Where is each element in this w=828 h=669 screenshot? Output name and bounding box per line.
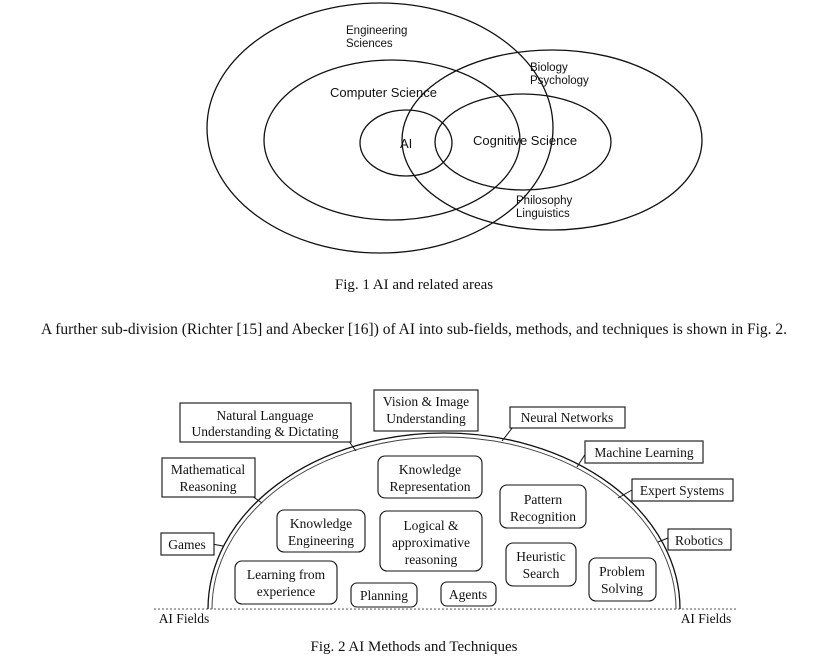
connector-neural-networks — [501, 426, 514, 442]
knowledge-representation-text-line1: Knowledge — [399, 462, 461, 477]
problem-solving-text-line1: Problem — [599, 564, 645, 579]
connector-robotics — [657, 537, 669, 543]
body-paragraph: A further sub-division (Richter [15] and… — [40, 321, 788, 338]
cognitive-science-ellipse — [434, 93, 612, 191]
robotics-box — [667, 528, 732, 551]
pattern-recognition-text-line2: Recognition — [510, 509, 576, 524]
ai-fields-left-label: AI Fields — [159, 611, 210, 626]
dome-outer-arc — [207, 432, 681, 610]
games-text: Games — [168, 537, 206, 552]
learning-text-line2: experience — [257, 584, 315, 599]
natural-language-box — [179, 402, 352, 443]
knowledge-engineering-text-line1: Knowledge — [290, 516, 352, 531]
natural-language-text-line1: Natural Language — [216, 408, 313, 423]
problem-solving-box — [588, 557, 657, 602]
logical-reasoning-text-line1: Logical & — [403, 518, 459, 533]
computer-science-ellipse — [263, 59, 521, 221]
engineering-label-line2: Sciences — [346, 38, 393, 50]
philosophy-label-line1: Philosophy — [516, 195, 573, 207]
pattern-recognition-box — [499, 484, 587, 529]
natural-language-text-line2: Understanding & Dictating — [192, 424, 339, 439]
linguistics-label-line2: Linguistics — [516, 208, 570, 220]
learning-text-line1: Learning from — [247, 567, 326, 582]
games-box — [160, 532, 215, 556]
logical-reasoning-text-line3: reasoning — [405, 552, 458, 567]
figure-2-ai-methods-diagram: Natural Language Understanding & Dictati… — [154, 389, 736, 626]
neural-networks-box — [509, 406, 626, 429]
problem-solving-text-line2: Solving — [601, 581, 643, 596]
biology-label-line1: Biology — [530, 62, 568, 74]
heuristic-search-text-line2: Search — [523, 566, 560, 581]
ai-ellipse — [359, 109, 453, 177]
heuristic-search-box — [505, 542, 577, 587]
ai-label: AI — [400, 136, 412, 151]
figure-2-caption: Fig. 2 AI Methods and Techniques — [310, 639, 518, 655]
biology-psychology-ellipse — [401, 49, 703, 231]
figure-1-venn-diagram: Engineering Sciences Biology Psychology … — [206, 2, 703, 254]
robotics-text: Robotics — [675, 533, 723, 548]
connector-expert-systems — [617, 489, 633, 499]
dome-inner-arc — [211, 436, 677, 610]
vision-text-line1: Vision & Image — [383, 394, 469, 409]
heuristic-search-text-line1: Heuristic — [516, 549, 566, 564]
knowledge-engineering-text-line2: Engineering — [288, 533, 354, 548]
knowledge-representation-box — [377, 455, 483, 499]
mathematical-text-line2: Reasoning — [180, 479, 237, 494]
expert-systems-text: Expert Systems — [640, 483, 724, 498]
machine-learning-box — [584, 440, 704, 464]
expert-systems-box — [631, 478, 734, 502]
logical-reasoning-box — [379, 510, 483, 572]
engineering-sciences-ellipse — [206, 2, 554, 254]
agents-text: Agents — [449, 587, 487, 602]
knowledge-representation-text-line2: Representation — [390, 479, 471, 494]
vision-image-box — [373, 389, 479, 432]
psychology-label-line2: Psychology — [530, 75, 589, 87]
machine-learning-text: Machine Learning — [594, 445, 694, 460]
logical-reasoning-text-line2: approximative — [392, 535, 470, 550]
knowledge-engineering-box — [276, 509, 366, 553]
learning-from-experience-box — [234, 560, 338, 605]
mathematical-reasoning-box — [161, 457, 256, 498]
computer-science-label: Computer Science — [330, 85, 437, 100]
pattern-recognition-text-line1: Pattern — [524, 492, 562, 507]
ai-fields-right-label: AI Fields — [681, 611, 732, 626]
neural-networks-text: Neural Networks — [521, 410, 614, 425]
cognitive-science-label: Cognitive Science — [473, 133, 577, 148]
agents-box — [440, 581, 497, 607]
figure-1-caption: Fig. 1 AI and related areas — [334, 277, 494, 293]
mathematical-text-line1: Mathematical — [171, 462, 245, 477]
planning-text: Planning — [360, 588, 408, 603]
vision-text-line2: Understanding — [386, 411, 466, 426]
engineering-label-line1: Engineering — [346, 25, 407, 37]
planning-box — [350, 582, 418, 608]
